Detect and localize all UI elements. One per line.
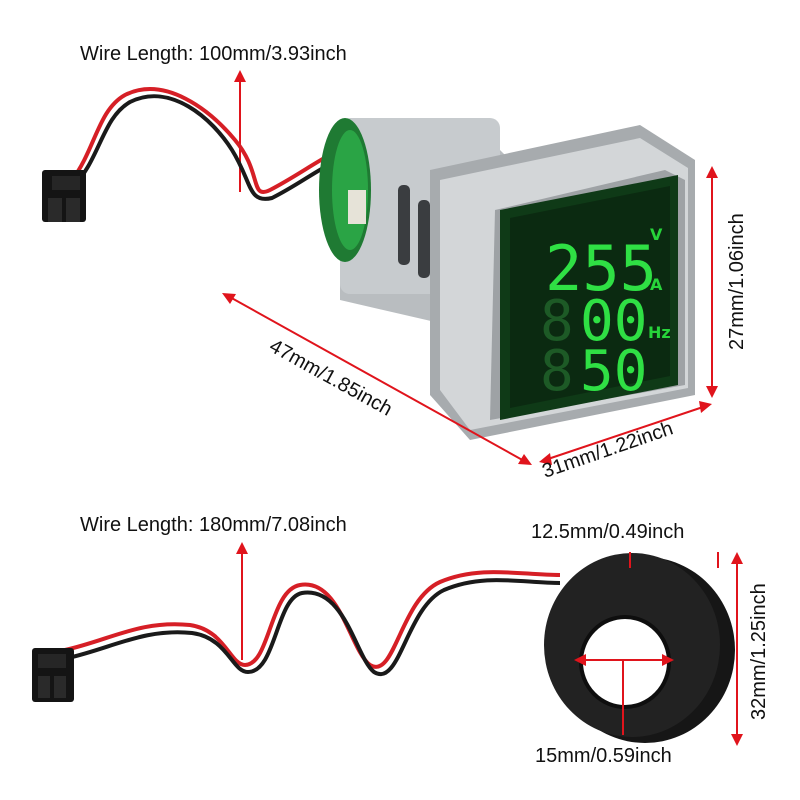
wire-arrow-ct bbox=[236, 542, 248, 660]
voltage-reading: 255 bbox=[545, 232, 657, 305]
frequency-unit: Hz bbox=[648, 323, 671, 342]
meter-display bbox=[500, 175, 678, 420]
ct-connector bbox=[32, 648, 74, 702]
current-reading: 00 bbox=[580, 289, 647, 354]
dimension-ct-thickness bbox=[629, 552, 719, 568]
ct-hole-label: 15mm/0.59inch bbox=[535, 745, 672, 767]
wire-arrow-meter bbox=[234, 70, 246, 192]
current-transformer-ring bbox=[544, 553, 735, 743]
dimension-height bbox=[706, 166, 718, 398]
display-row-current: 8 00 A bbox=[540, 275, 663, 354]
display-row-frequency: 8 50 Hz bbox=[540, 323, 671, 404]
ct-thickness-label: 12.5mm/0.49inch bbox=[531, 521, 684, 543]
voltage-unit: V bbox=[650, 225, 663, 244]
height-label: 27mm/1.06inch bbox=[726, 213, 748, 350]
display-row-voltage: 255 V bbox=[545, 225, 663, 305]
svg-text:8: 8 bbox=[540, 289, 574, 354]
svg-text:8: 8 bbox=[540, 339, 574, 404]
width-label: 31mm/1.22inch bbox=[539, 417, 675, 482]
frequency-reading: 50 bbox=[580, 339, 647, 404]
dimension-depth bbox=[222, 293, 532, 465]
dimension-ct-hole bbox=[574, 654, 674, 735]
dimension-ct-outer bbox=[731, 552, 743, 746]
meter-connector bbox=[42, 170, 86, 222]
ct-wires bbox=[64, 570, 561, 677]
current-unit: A bbox=[650, 275, 663, 294]
wire-length-label-meter: Wire Length: 100mm/3.93inch bbox=[80, 43, 347, 65]
dimension-width bbox=[539, 401, 712, 465]
wire-length-label-ct: Wire Length: 180mm/7.08inch bbox=[80, 514, 347, 536]
ct-outer-label: 32mm/1.25inch bbox=[748, 583, 770, 720]
meter-wires bbox=[70, 87, 369, 201]
